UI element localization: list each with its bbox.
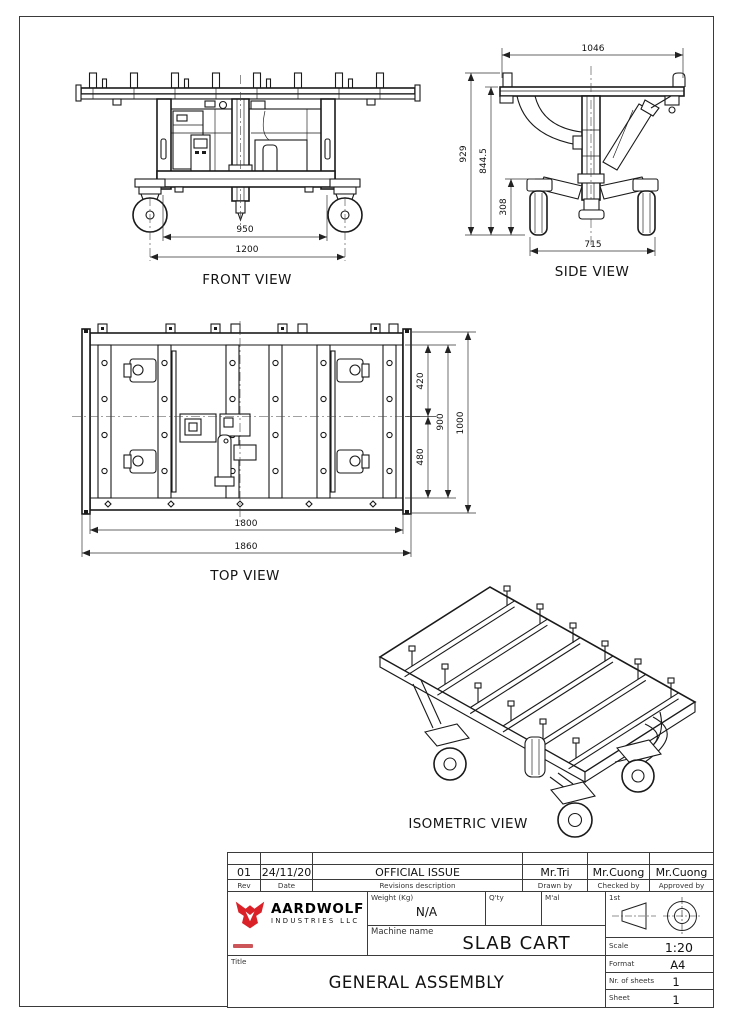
top-dim-480: 480 <box>416 448 426 465</box>
iso-caster-right <box>616 739 662 793</box>
front-view-label: FRONT VIEW <box>202 272 292 288</box>
first-angle-projection-icon <box>612 897 701 935</box>
top-dimensions: 420 480 900 1000 1800 1860 <box>81 331 476 557</box>
side-left-wheel <box>526 178 553 236</box>
iso-caster-center <box>550 781 596 838</box>
top-dim-1860: 1860 <box>235 542 258 552</box>
logo-fine-print <box>233 944 253 948</box>
front-dimensions: 950 1200 <box>149 195 346 261</box>
front-deck-rails <box>75 84 421 106</box>
top-machinery <box>179 413 257 487</box>
rev-label: Rev <box>237 881 251 890</box>
projection-cell: 1st <box>605 891 714 938</box>
scale-cell: Scale 1:20 <box>605 937 714 956</box>
top-clamp-blocks <box>97 323 399 334</box>
side-dim-715: 715 <box>584 240 601 250</box>
iso-posts <box>408 585 675 758</box>
iso-caster-left <box>424 723 470 781</box>
logo-name: AARDWOLF <box>271 901 365 917</box>
projection-label: 1st <box>609 893 621 902</box>
qty-cell: Q'ty <box>485 891 542 926</box>
side-cylinder <box>602 95 672 171</box>
weight-cell: Weight (Kg) N/A <box>367 891 486 926</box>
front-body <box>156 75 336 225</box>
top-centerlines <box>72 321 420 522</box>
number-of-sheets-label: Nr. of sheets <box>609 976 655 985</box>
checked-by-label: Checked by <box>597 881 640 890</box>
machine-name-value: SLAB CART <box>462 933 571 954</box>
isometric-view-drawing <box>378 585 697 838</box>
title-label: Title <box>231 957 247 966</box>
front-top-posts <box>88 72 385 89</box>
material-cell: M'al <box>541 891 606 926</box>
scale-label: Scale <box>609 941 629 950</box>
front-view-drawing: 950 1200 <box>75 72 421 261</box>
qty-label: Q'ty <box>489 893 504 902</box>
revision-date: 24/11/20 <box>261 866 312 879</box>
drawing-title-cell: Title GENERAL ASSEMBLY <box>227 955 606 1008</box>
top-dim-1000: 1000 <box>456 411 466 434</box>
revision-date-cell: 24/11/20 <box>260 864 313 880</box>
format-value: A4 <box>670 958 686 972</box>
top-view: 420 480 900 1000 1800 1860 <box>68 315 480 580</box>
isometric-view-label: ISOMETRIC VIEW <box>408 816 528 832</box>
front-dim-950: 950 <box>236 225 253 235</box>
top-dim-900: 900 <box>436 413 446 430</box>
date-label: Date <box>277 881 296 890</box>
company-logo: AARDWOLF INDUSTRIES LLC <box>228 892 367 931</box>
scale-value: 1:20 <box>664 940 693 955</box>
drawn-by-value: Mr.Tri <box>540 866 570 879</box>
side-dimensions: 1046 929 844.5 308 715 <box>459 44 684 256</box>
sheet-value: 1 <box>672 993 680 1007</box>
side-view-label: SIDE VIEW <box>554 264 630 280</box>
revision-description-cell: OFFICIAL ISSUE <box>312 864 523 880</box>
sheet-cell: Sheet 1 <box>605 989 714 1008</box>
format-label: Format <box>609 959 635 968</box>
top-wheel-brackets <box>123 358 370 474</box>
approved-by-value-cell: Mr.Cuong <box>649 864 714 880</box>
number-of-sheets-value: 1 <box>672 975 680 989</box>
title-block: 01 24/11/20 OFFICIAL ISSUE Mr.Tri Mr.Cuo… <box>227 852 714 1008</box>
side-dim-308: 308 <box>499 198 509 215</box>
revision-description: OFFICIAL ISSUE <box>375 866 460 879</box>
logo-cell: AARDWOLF INDUSTRIES LLC <box>227 891 368 956</box>
weight-label: Weight (Kg) <box>371 893 414 902</box>
side-view-drawing: 1046 929 844.5 308 715 <box>459 44 686 256</box>
weight-value: N/A <box>415 905 438 919</box>
top-view-label: TOP VIEW <box>210 568 280 584</box>
checked-by-value-cell: Mr.Cuong <box>587 864 650 880</box>
revision-number-cell: 01 <box>227 864 261 880</box>
side-view: 1046 929 844.5 308 715 <box>445 30 730 280</box>
approved-by-label: Approved by <box>658 881 705 890</box>
iso-cross-rails <box>404 600 679 770</box>
top-dim-1800: 1800 <box>235 519 258 529</box>
revisions-description-label: Revisions description <box>379 881 456 890</box>
side-dim-1046: 1046 <box>582 44 605 54</box>
approved-by-value: Mr.Cuong <box>655 866 708 879</box>
iso-undercarriage <box>412 679 668 789</box>
sheet-label: Sheet <box>609 993 630 1002</box>
top-view-drawing: 420 480 900 1000 1800 1860 <box>72 321 476 557</box>
isometric-view <box>355 562 713 840</box>
side-dim-929: 929 <box>459 145 469 162</box>
side-mast <box>572 66 605 245</box>
side-dim-844-5: 844.5 <box>479 148 489 174</box>
machine-name-cell: Machine name SLAB CART <box>367 925 606 956</box>
logo-subtitle: INDUSTRIES LLC <box>271 917 360 926</box>
top-dim-420: 420 <box>416 372 426 389</box>
aardwolf-logo-icon <box>235 901 265 929</box>
number-of-sheets-cell: Nr. of sheets 1 <box>605 972 714 990</box>
checked-by-value: Mr.Cuong <box>592 866 645 879</box>
drawn-by-label: Drawn by <box>537 881 573 890</box>
machine-name-label: Machine name <box>371 927 434 937</box>
front-dim-1200: 1200 <box>236 245 259 255</box>
drawn-by-value-cell: Mr.Tri <box>522 864 588 880</box>
format-cell: Format A4 <box>605 955 714 973</box>
material-label: M'al <box>545 893 560 902</box>
drawing-title-value: GENERAL ASSEMBLY <box>328 973 505 992</box>
front-view: 950 1200 <box>55 45 425 290</box>
side-right-wheel <box>632 178 659 236</box>
revision-number: 01 <box>237 866 251 879</box>
